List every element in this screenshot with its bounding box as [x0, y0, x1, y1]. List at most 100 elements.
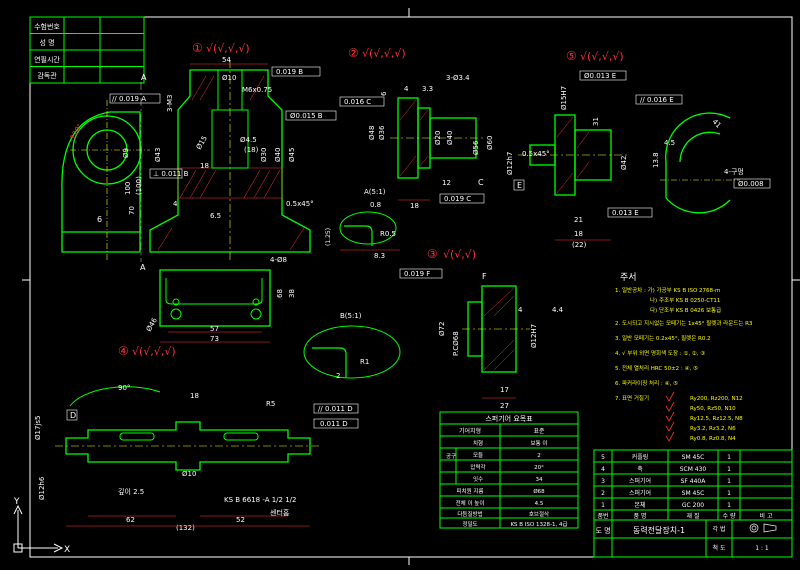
dim-17: 17 [500, 386, 509, 394]
notes-title: 주서 [620, 272, 637, 283]
tol-0013e: Ø0.013 E [584, 72, 616, 80]
ucs-x: X [64, 545, 70, 555]
gear-table-title: 스퍼기어 요목표 [485, 414, 533, 423]
part-cell: 1 [727, 478, 731, 485]
datum-f: F [482, 272, 487, 281]
view-3-spur-gear[interactable]: ③ √(√,√) 0.019 F Ø72 P.CØ68 Ø12H7 4 4.4 … [399, 247, 564, 410]
part-cell: 5 [601, 454, 605, 461]
dim-d20: Ø20 [434, 131, 442, 145]
gear-cell: 4.5 [535, 501, 544, 507]
part-cell: 3 [601, 478, 605, 485]
dim-33: 3.3 [422, 85, 433, 93]
dim-d42: Ø42 [620, 156, 628, 170]
tol-flat: // 0.019 A [112, 95, 146, 103]
dim-3m3: 3-M3 [166, 95, 174, 112]
dim-3d34: 3-Ø3.4 [446, 74, 470, 82]
dim-44: 4.4 [552, 306, 564, 314]
detail-a-r: R0.5 [380, 230, 396, 238]
part-cell: SCM 430 [680, 466, 707, 473]
part-cell: 본체 [634, 501, 645, 509]
view-2-gear-section[interactable]: ② √(√,√,√) 0.016 C 3.3 4 3-Ø3.4 6 Ø48 Ø3… [339, 46, 494, 210]
view-4-finish: √(√,√,√) [132, 345, 176, 358]
dim-d40: Ø40 [446, 131, 454, 145]
stamp-row-label: 연필시간 [34, 55, 60, 64]
label-A-top: A [141, 73, 147, 82]
drawing-label: 도 명 [595, 526, 610, 535]
dim-d10: Ø10 [222, 74, 236, 82]
part-cell: 1 [601, 502, 605, 509]
detail-a-83: 8.3 [374, 252, 385, 260]
gear-cell: 20° [534, 465, 544, 471]
dim-05x45: 0.5x45° [522, 150, 550, 158]
dim-d60: Ø60 [486, 136, 494, 150]
tol-0016e: // 0.016 E [640, 96, 674, 104]
dim-6: 6 [380, 91, 388, 96]
roughness-line: Ry200, Rz200, N12 [690, 396, 743, 402]
dim-70: 70 [128, 206, 136, 215]
gear-cell: 호브절삭 [529, 510, 549, 518]
part-cell: SM 45C [682, 490, 705, 497]
view-2-finish: √(√,√,√) [362, 47, 406, 60]
tol-perp: ⊥ 0.011 B [153, 170, 189, 178]
detail-b-title: B(5:1) [340, 312, 362, 320]
part-cell: SF 440A [681, 478, 707, 485]
view-1-number: ① [192, 41, 203, 55]
tol-0011d-a: // 0.011 D [318, 405, 353, 413]
dim-d12h7: Ø12h7 [506, 152, 514, 175]
gear-cell: 다듬질방법 [457, 510, 482, 518]
dim-d43: Ø43 [154, 148, 162, 162]
dim-d45b: Ø45 [288, 148, 296, 162]
gear-cell: 2 [537, 453, 541, 459]
dim-138: 13.8 [652, 152, 660, 168]
gear-header: 기어치형 [459, 427, 481, 435]
dim-d17js5: Ø17js5 [34, 416, 42, 440]
gear-cell: 치형 [473, 439, 483, 447]
gear-cell: 보통 이 [531, 439, 548, 447]
stamp-row-label: 감독관 [37, 71, 57, 80]
ucs-icon [13, 504, 64, 553]
gear-cell: Ø68 [533, 488, 545, 495]
note-4hole: 4-구멍 [724, 167, 744, 176]
dim-r5: R5 [266, 400, 275, 408]
detail-a-title: A(5:1) [364, 188, 386, 196]
dim-d30: Ø30 [260, 148, 268, 162]
view-2-number: ② [348, 46, 359, 60]
drawing-name: 동력전달장치-1 [633, 525, 685, 535]
note-line: 4. √ 부위 외면 명회색 도장 : ①, ②, ③ [615, 349, 705, 357]
part-cell: GC 200 [682, 502, 704, 509]
dim-65: 6.5 [210, 212, 221, 220]
dim-d48: Ø48 [368, 126, 376, 140]
tol-0015: Ø0.015 B [290, 112, 323, 120]
gear-cell: 모듈 [473, 452, 483, 459]
view-5-coupling[interactable]: ⑤ √(√,√,√) Ø0.013 E // 0.016 E Ø15H7 Ø12… [506, 49, 771, 249]
tol-0011d-b: 0.011 D [320, 420, 348, 428]
detail-b[interactable]: B(5:1) R1 2 [303, 312, 401, 380]
tol-0019b: 0.019 B [276, 68, 303, 76]
dim-d10: Ø10 [182, 470, 196, 478]
view-5-finish: √(√,√,√) [580, 50, 624, 63]
dim-68: 68 [276, 289, 284, 298]
part-cell: 4 [601, 466, 605, 473]
roughness-line: Ry3.2, Rz3.2, N6 [690, 426, 736, 432]
tol-0019f: 0.019 F [404, 270, 430, 278]
note-ks: KS B 6618 -A 1/2 1/2 [224, 496, 296, 504]
parts-list: 5 커플링 SM 45C 1 4 축 SCM 430 1 3 스퍼기어 SF 4… [593, 449, 793, 558]
parts-header: 품번 [597, 512, 608, 520]
parts-header: 수 량 [723, 513, 736, 520]
view-3-number: ③ [427, 247, 438, 261]
dim-d36: Ø36 [378, 125, 386, 140]
dim-4: 4 [404, 85, 409, 93]
detail-a[interactable]: A(5:1) R0.5 0.8 8.3 (1.25) [325, 188, 400, 260]
view-4-shaft[interactable]: ④ √(√,√,√) 90° Ø17js5 Ø12h6 62 52 (132) … [34, 344, 359, 532]
dim-57: 57 [210, 325, 219, 333]
note-line: 1. 일반공차 : 가) 가공부 KS B ISO 2768-m [615, 286, 720, 294]
view-1-housing[interactable]: ① √(√,√,√) 120° 6 Ø9 100 (100) 70 // 0.0… [61, 41, 337, 343]
dim-6: 6 [97, 215, 102, 224]
note-line: 2. 도시되고 지시없는 모떼기는 1x45° 필렛과 라운드는 R3 [615, 319, 753, 327]
gear-cell: 공구 [446, 453, 456, 460]
detail-b-2: 2 [336, 372, 340, 380]
dim-18: 18 [410, 202, 419, 210]
dim-d72: Ø72 [438, 322, 446, 336]
part-cell: 커플링 [632, 453, 649, 461]
